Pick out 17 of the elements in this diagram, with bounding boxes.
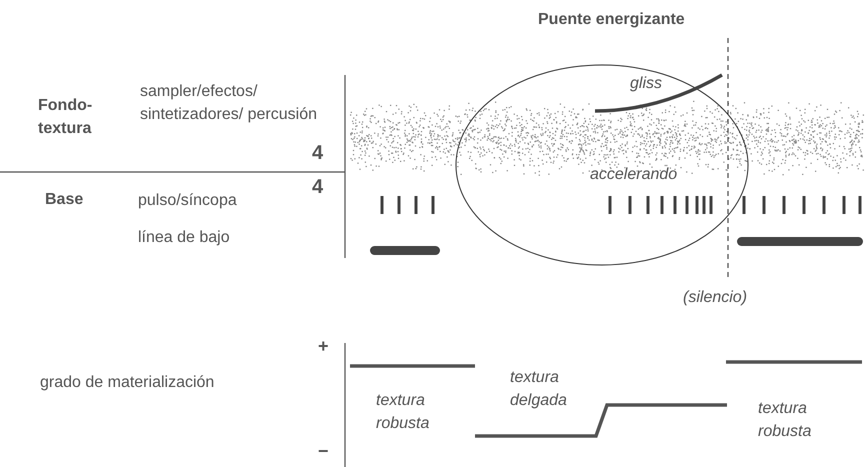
rest-label: (silencio)	[683, 288, 748, 308]
scale-mark: −	[318, 440, 329, 463]
row-heading: Fondo-textura	[38, 96, 94, 139]
texture-label: textura delgada	[510, 368, 568, 411]
instrument-label: sampler/efectos/ sintetizadores/ percusión	[140, 82, 318, 125]
instrument-label: línea de bajo	[138, 228, 230, 248]
row-heading: Base	[45, 190, 84, 210]
scale-mark: +	[318, 335, 329, 358]
instrument-label: pulso/síncopa	[138, 191, 237, 211]
time-signature-numeral: 4	[312, 176, 324, 199]
texture-label: textura robusta	[376, 391, 430, 434]
axis-label: grado de materialización	[40, 373, 214, 393]
time-signature-numeral: 4	[312, 142, 324, 165]
texture-label: textura robusta	[758, 399, 812, 442]
gliss-label: gliss	[630, 74, 662, 94]
tempo-label: accelerando	[590, 165, 678, 185]
section-heading: Puente energizante	[538, 10, 685, 30]
